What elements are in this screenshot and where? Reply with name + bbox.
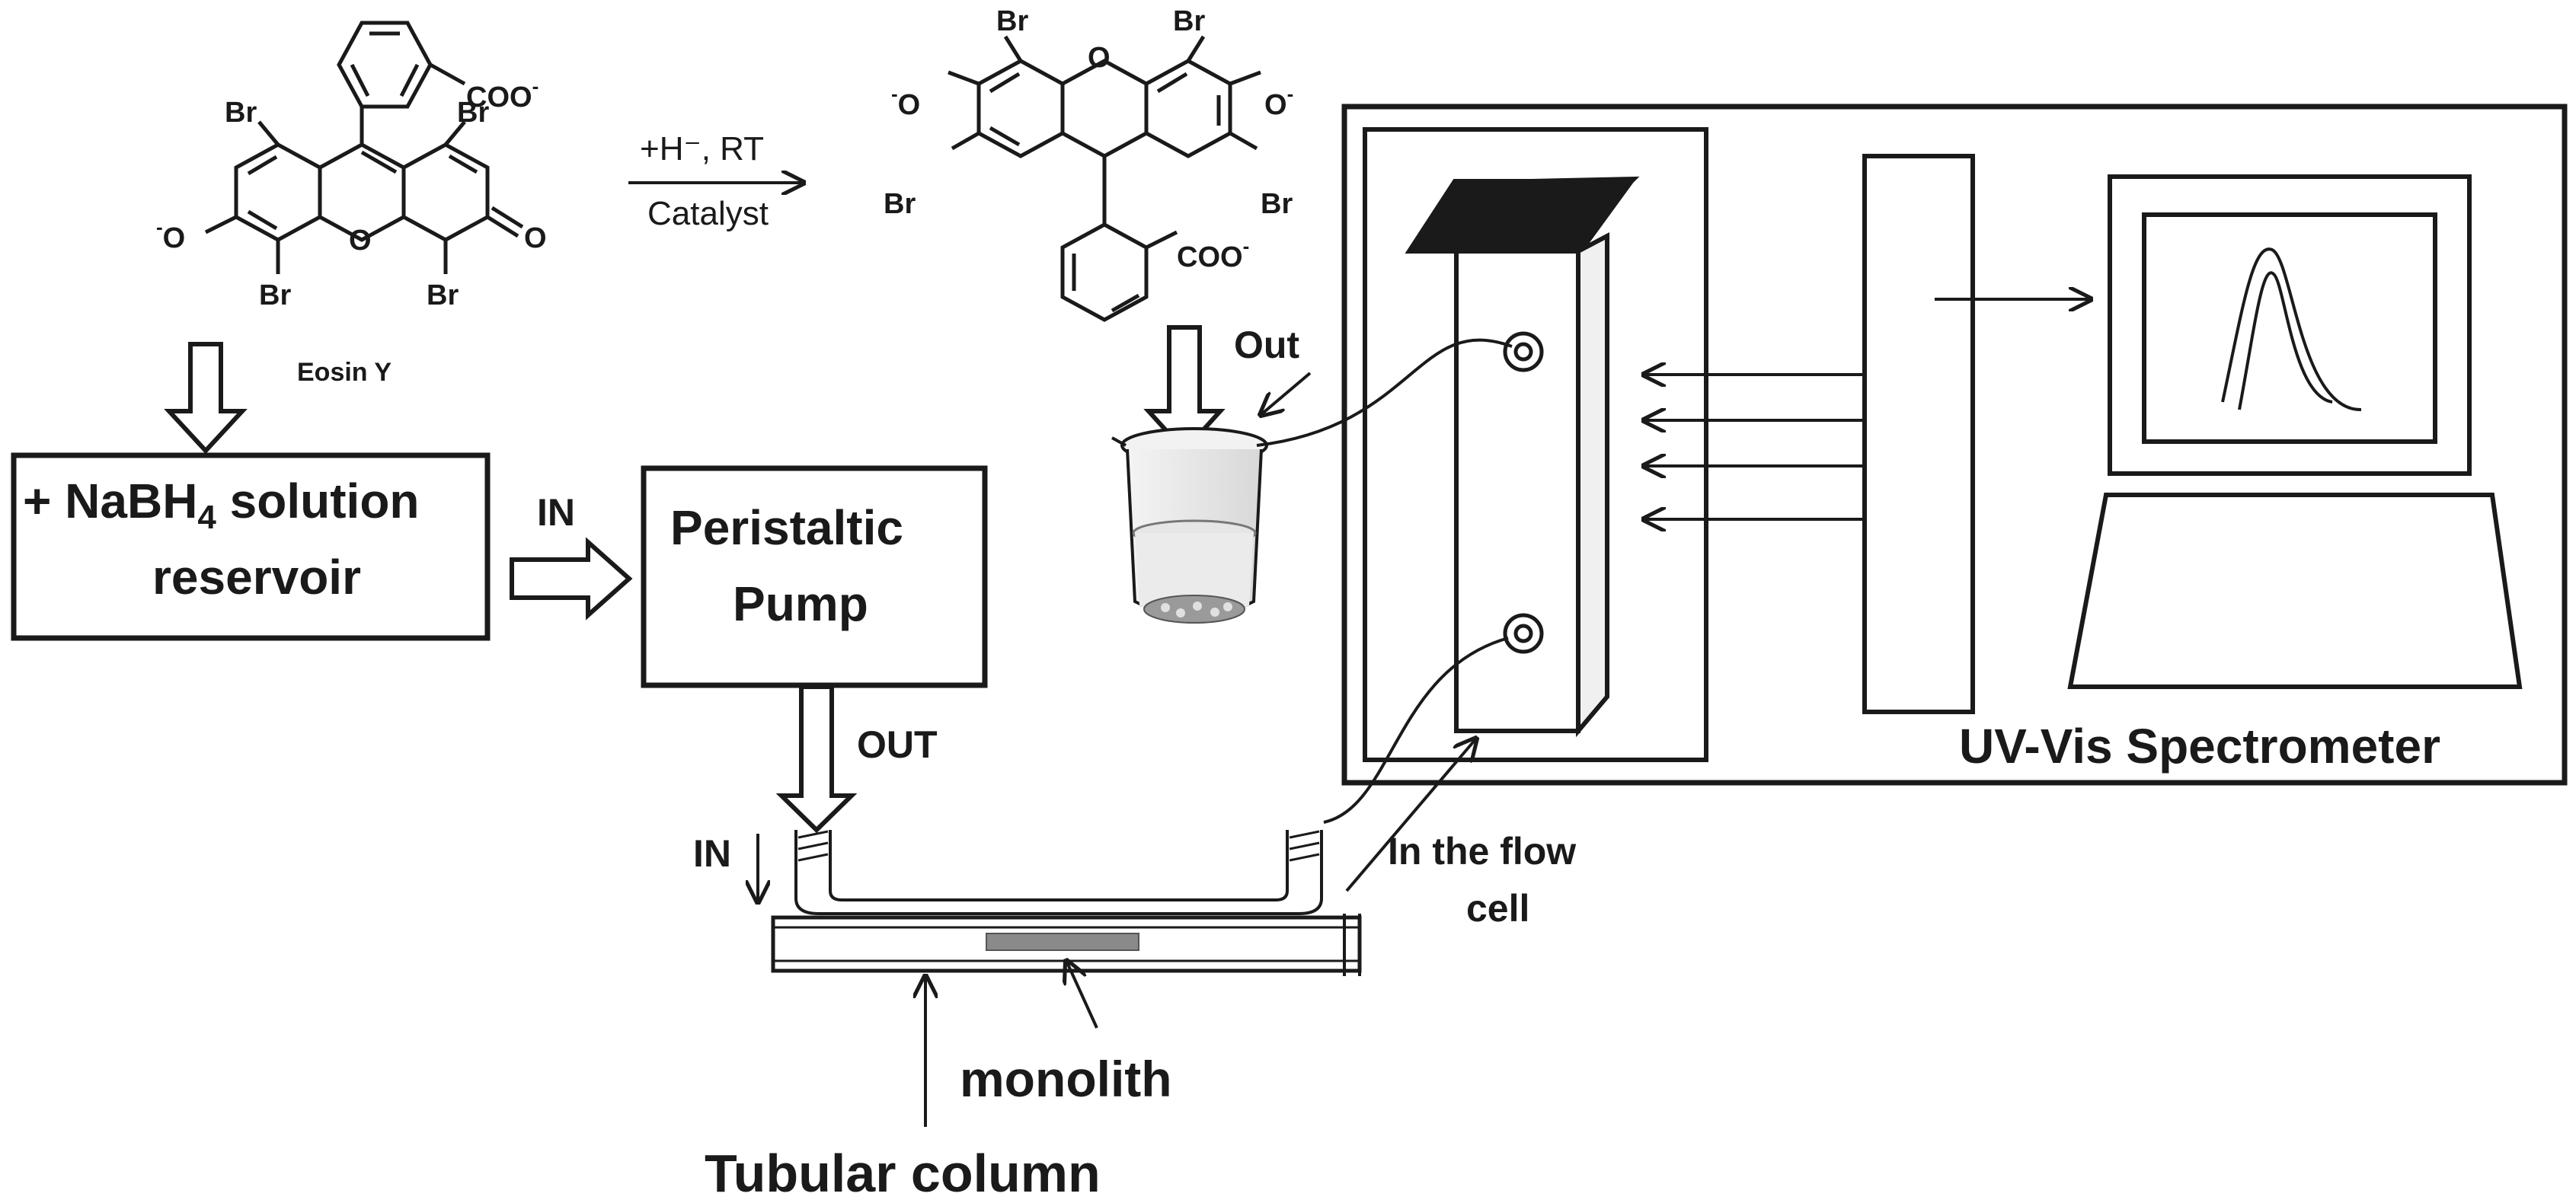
- product-coo-label: COO-: [1177, 235, 1249, 273]
- reservoir-label-line2: reservoir: [152, 550, 361, 605]
- beaker-out-pointer: [1261, 372, 1312, 415]
- product-br-1: Br: [996, 5, 1028, 37]
- reactant-br-2: Br: [457, 97, 489, 129]
- product-ring-o: O: [1088, 42, 1111, 74]
- pump-out-label: OUT: [857, 723, 938, 766]
- spectrum-curve-1: [2221, 247, 2362, 412]
- eosin-y-label: Eosin Y: [297, 358, 392, 387]
- reactant-br-4: Br: [427, 279, 459, 311]
- reactant-br-3: Br: [259, 279, 291, 311]
- reaction-reagent-label: +H⁻, RT: [640, 130, 764, 168]
- computer-keyboard: [2067, 493, 2523, 689]
- tube-cell-to-beaker: [1256, 338, 1513, 447]
- flow-cell-label-line2: cell: [1466, 887, 1529, 930]
- product-o-minus-left: -O: [891, 82, 920, 121]
- flow-cell-label-line1: In the flow: [1388, 830, 1576, 873]
- monolith: [986, 933, 1139, 951]
- reactant-ring-o: O: [349, 225, 372, 257]
- beaker-out-label: Out: [1234, 324, 1299, 366]
- reactant-o-minus: -O: [156, 215, 185, 254]
- beaker: [1111, 427, 1268, 624]
- reservoir-label-line1: + NaBH4 solution: [23, 474, 420, 536]
- tubular-column: [771, 830, 1362, 976]
- product-br-4: Br: [1261, 188, 1293, 220]
- peristaltic-pump-box: [641, 465, 988, 688]
- pump-label-line1: Peristaltic: [670, 500, 903, 555]
- reservoir-box: [11, 452, 491, 641]
- tube-column-to-cell: [1323, 637, 1509, 824]
- pump-label-line2: Pump: [733, 576, 868, 631]
- reactant-carbonyl-o: O: [524, 222, 547, 254]
- eosin-y-structure: [204, 21, 524, 274]
- hollow-arrow-down-column: [775, 684, 858, 834]
- hollow-arrow-right-pump: [510, 537, 633, 621]
- reaction-catalyst-label: Catalyst: [647, 195, 769, 232]
- reactant-coo-label: COO-: [466, 75, 539, 113]
- flow-cell-outlet-port: [1503, 331, 1544, 372]
- tubular-column-label: Tubular column: [705, 1144, 1101, 1203]
- hollow-arrow-down-reservoir: [164, 342, 248, 455]
- detector-bar: [1862, 154, 1975, 714]
- column-in-label: IN: [693, 832, 731, 875]
- product-o-minus-right: O-: [1264, 82, 1293, 121]
- pump-in-label: IN: [537, 491, 575, 534]
- product-structure: [948, 35, 1261, 322]
- monolith-pointer: [1066, 961, 1098, 1029]
- spectrum-curve-2: [2238, 271, 2333, 410]
- product-br-2: Br: [1173, 5, 1205, 37]
- product-br-3: Br: [884, 188, 916, 220]
- flow-cell-pointer: [1345, 739, 1476, 892]
- spectrometer-label: UV-Vis Spectrometer: [1959, 719, 2440, 774]
- monolith-label: monolith: [960, 1051, 1172, 1107]
- reactant-br-1: Br: [225, 97, 257, 129]
- flow-cell-inlet-port: [1503, 613, 1544, 654]
